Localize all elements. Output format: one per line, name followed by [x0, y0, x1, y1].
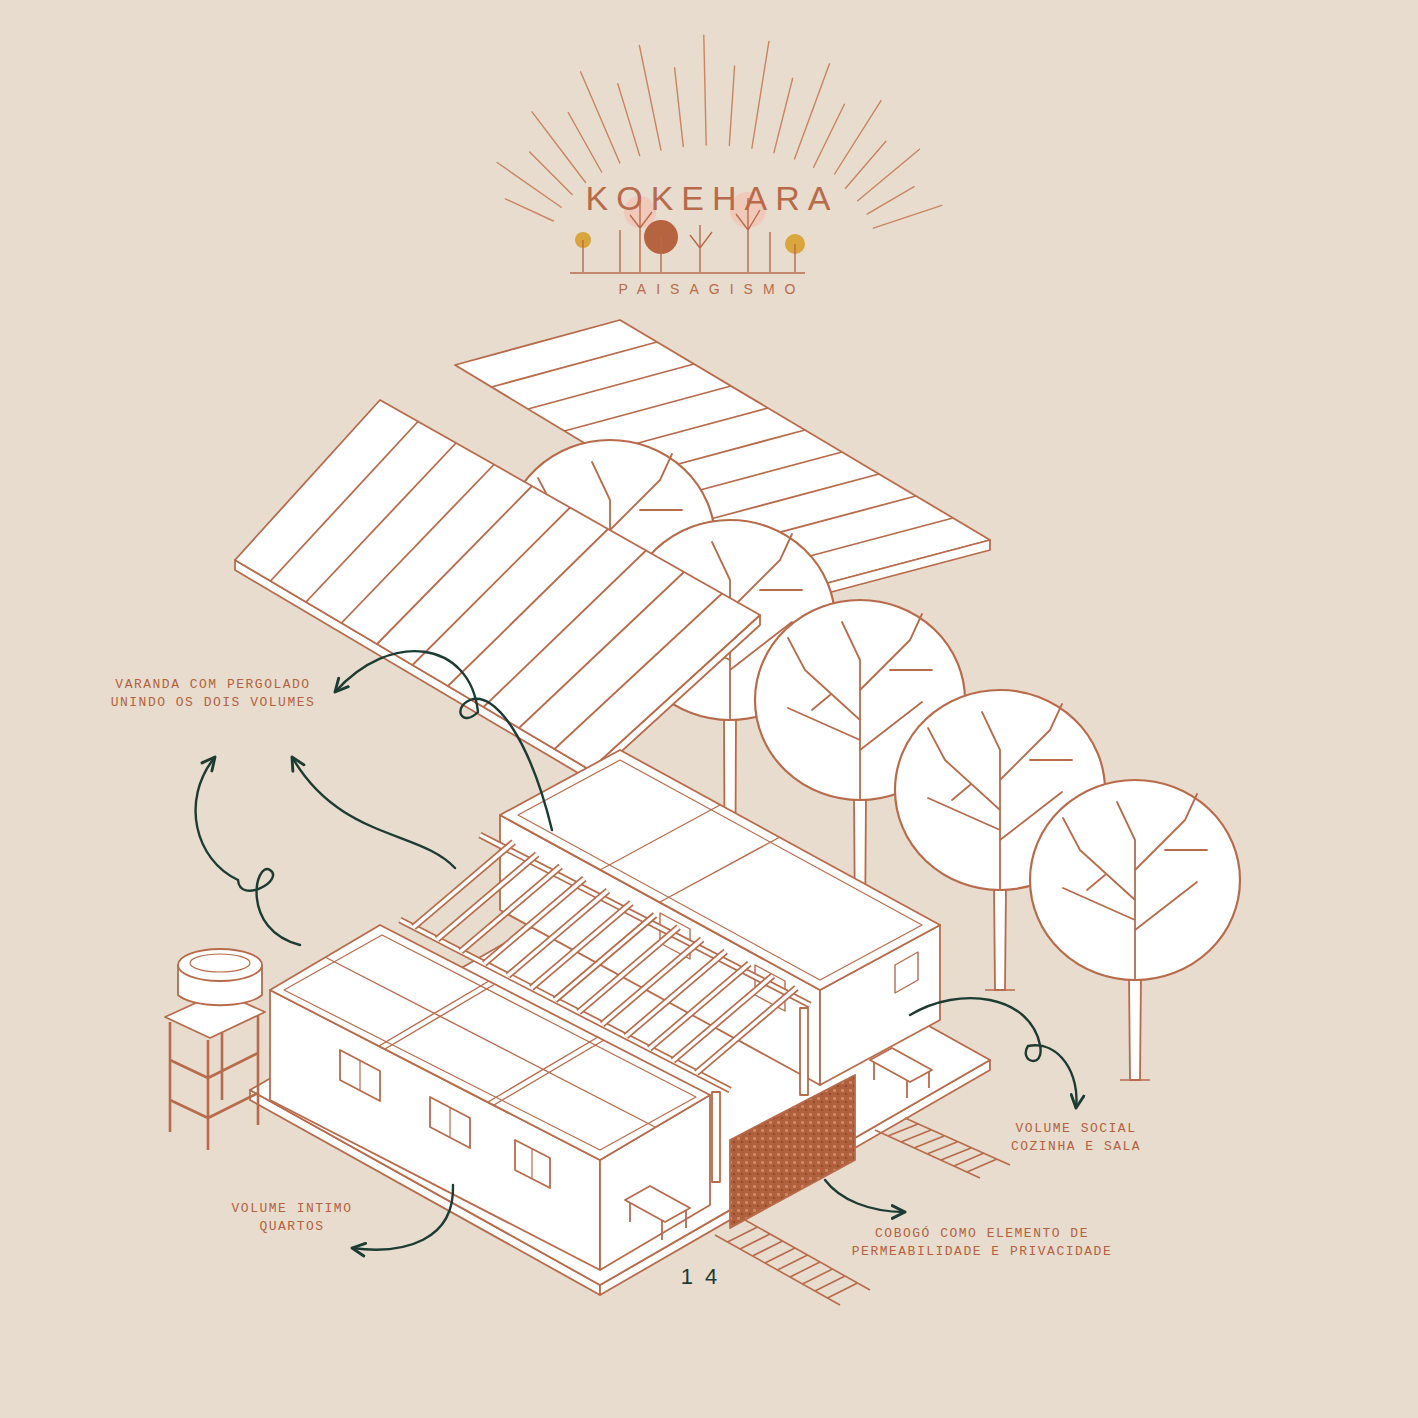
leader-arrow: [196, 651, 1077, 1249]
logo-rays: [752, 42, 769, 149]
house-model: [715, 1220, 870, 1305]
house-model: [325, 957, 655, 1127]
tree: [994, 885, 1006, 990]
house-model: [660, 837, 780, 902]
logo-rays: [774, 79, 793, 153]
leader-arrow: [292, 757, 455, 868]
logo-rays: [795, 64, 830, 159]
house-model: [895, 952, 918, 993]
leader-arrow: [335, 651, 552, 830]
roof-panel: [306, 443, 456, 602]
leader-arrow: [825, 1180, 905, 1212]
roof-panel: [271, 422, 419, 582]
callout-label: VOLUME INTIMO QUARTOS: [217, 1200, 367, 1235]
logo-rays: [532, 112, 586, 183]
house-model: [449, 1107, 450, 1137]
callout-label: VOLUME SOCIAL COZINHA E SALA: [1001, 1120, 1151, 1155]
callout-label: VARANDA COM PERGOLADO UNINDO OS DOIS VOL…: [101, 676, 326, 711]
logo-subtitle: PAISAGISMO: [562, 280, 862, 299]
leader-arrow: [196, 757, 300, 945]
house-model: [630, 1203, 686, 1240]
house-model: [515, 1140, 550, 1188]
roof-panel: [235, 400, 760, 770]
house-model: [875, 1118, 1010, 1178]
logo-rays: [497, 35, 942, 228]
roof-panel: [555, 594, 723, 750]
house-model: [359, 1060, 360, 1090]
logo-rays: [858, 149, 920, 201]
roof-panel: [377, 486, 532, 644]
roof-panel: [448, 529, 608, 686]
house-model: [730, 1075, 855, 1228]
logo-rays: [704, 35, 706, 145]
house-model: [178, 949, 262, 981]
tree: [1030, 780, 1240, 980]
roof-panel: [235, 400, 760, 780]
logo-rays: [873, 205, 941, 228]
logo-rays: [867, 187, 914, 214]
roof-panel: [413, 508, 571, 666]
logo-rays: [639, 46, 661, 151]
house-model: [625, 1186, 690, 1222]
leader-arrow: [910, 998, 1077, 1108]
house-model: [284, 935, 696, 1150]
page-number: 14: [670, 1262, 740, 1292]
logo-rays: [497, 163, 561, 208]
leader-arrow: [352, 1185, 453, 1250]
house-model: [800, 1008, 808, 1095]
house-model: [600, 805, 720, 870]
house-model: [874, 1062, 929, 1098]
logo-trees: [570, 272, 805, 273]
callout-label: COBOGÓ COMO ELEMENTO DE PERMEABILIDADE E…: [842, 1225, 1122, 1260]
logo-rays: [530, 152, 572, 195]
logo-rays: [675, 68, 684, 147]
house-model: [165, 750, 1010, 1305]
logo-rays: [814, 104, 845, 167]
house-model: [712, 1092, 720, 1182]
house-model: [340, 1050, 380, 1101]
logo-rays: [581, 72, 620, 163]
house-model: [870, 1048, 932, 1082]
logo-rays: [505, 199, 553, 221]
house-model: [531, 1149, 532, 1179]
logo-title: KOKEHARA: [552, 176, 872, 222]
logo-rays: [618, 84, 640, 156]
roof-panel: [820, 540, 990, 595]
house-model: [270, 925, 710, 1160]
house-model: [190, 954, 250, 972]
logo-rays: [568, 113, 601, 173]
roof-panel: [342, 465, 495, 624]
tree: [1129, 975, 1141, 1080]
house-model: [430, 1097, 470, 1148]
logo-rays: [729, 66, 734, 146]
